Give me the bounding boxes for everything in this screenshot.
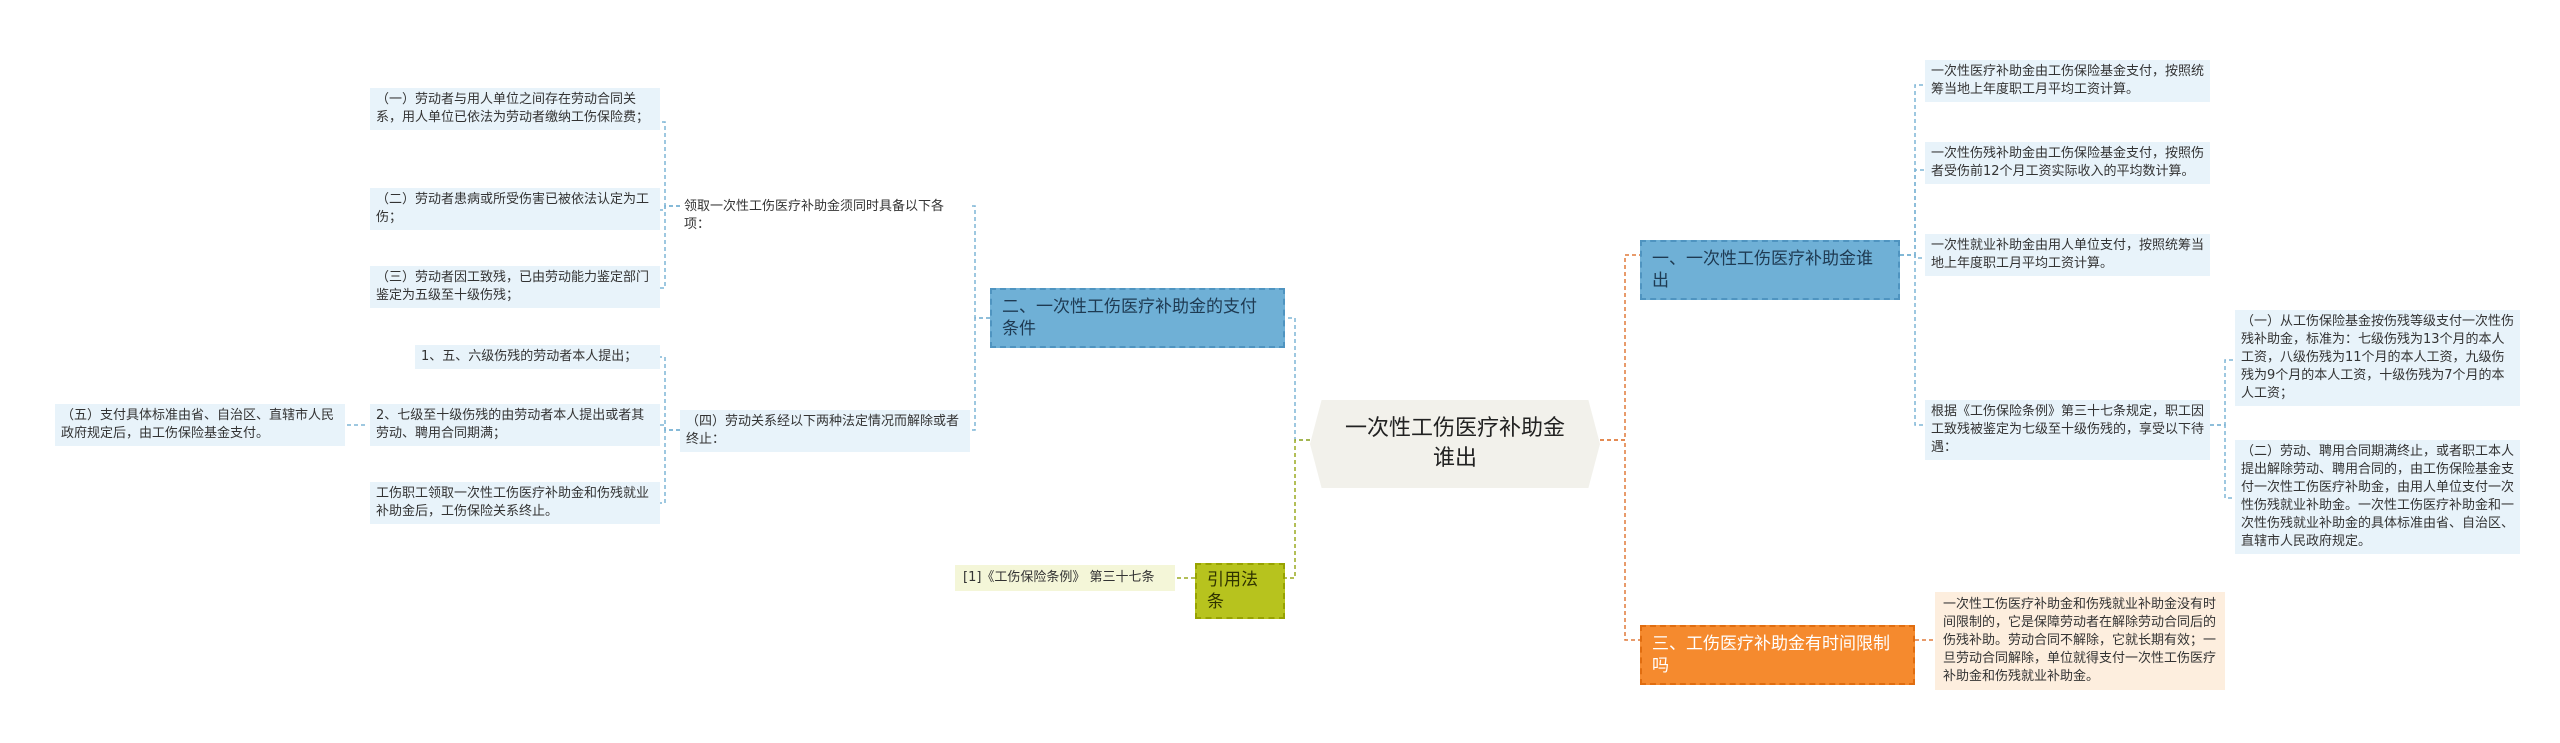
leaf-text: [1]《工伤保险条例》 第三十七条 bbox=[963, 570, 1155, 585]
leaf-text: （二）劳动者患病或所受伤害已被依法认定为工伤； bbox=[376, 192, 650, 225]
branch-time-limit-label: 三、工伤医疗补助金有时间限制吗 bbox=[1652, 634, 1890, 676]
group-requirements[interactable]: 领取一次性工伤医疗补助金须同时具备以下各项： bbox=[680, 196, 970, 236]
leaf-time-limit[interactable]: 一次性工伤医疗补助金和伤残就业补助金没有时间限制的，它是保障劳动者在解除劳动合同… bbox=[1935, 592, 2225, 690]
leaf-disability-subsidy[interactable]: 一次性伤残补助金由工伤保险基金支付，按照伤者受伤前12个月工资实际收入的平均数计… bbox=[1925, 142, 2210, 184]
leaf-regulation-article-37[interactable]: 根据《工伤保险条例》第三十七条规定，职工因工致残被鉴定为七级至十级伤残的，享受以… bbox=[1925, 400, 2210, 460]
leaf-text: （三）劳动者因工致残，已由劳动能力鉴定部门鉴定为五级至十级伤残； bbox=[376, 270, 650, 303]
leaf-text: 一次性工伤医疗补助金和伤残就业补助金没有时间限制的，它是保障劳动者在解除劳动合同… bbox=[1943, 597, 2217, 684]
leaf-text: （一）劳动者与用人单位之间存在劳动合同关系，用人单位已依法为劳动者缴纳工伤保险费… bbox=[376, 92, 650, 125]
leaf-text: 一次性就业补助金由用人单位支付，按照统筹当地上年度职工月平均工资计算。 bbox=[1931, 238, 2205, 271]
leaf-relation-ends[interactable]: 工伤职工领取一次性工伤医疗补助金和伤残就业补助金后，工伤保险关系终止。 bbox=[370, 482, 660, 524]
leaf-item-two[interactable]: （二）劳动、聘用合同期满终止，或者职工本人提出解除劳动、聘用合同的，由工伤保险基… bbox=[2235, 440, 2520, 554]
branch-payment-conditions-label: 二、一次性工伤医疗补助金的支付条件 bbox=[1002, 297, 1257, 339]
group-text: 领取一次性工伤医疗补助金须同时具备以下各项： bbox=[684, 199, 945, 232]
leaf-law-reference[interactable]: [1]《工伤保险条例》 第三十七条 bbox=[955, 565, 1175, 591]
leaf-condition-two[interactable]: （二）劳动者患病或所受伤害已被依法认定为工伤； bbox=[370, 188, 660, 230]
leaf-text: （一）从工伤保险基金按伤残等级支付一次性伤残补助金，标准为：七级伤残为13个月的… bbox=[2241, 314, 2515, 401]
leaf-text: （五）支付具体标准由省、自治区、直辖市人民政府规定后，由工伤保险基金支付。 bbox=[61, 408, 335, 441]
leaf-medical-subsidy[interactable]: 一次性医疗补助金由工伤保险基金支付，按照统筹当地上年度职工月平均工资计算。 bbox=[1925, 60, 2210, 102]
leaf-text: 根据《工伤保险条例》第三十七条规定，职工因工致残被鉴定为七级至十级伤残的，享受以… bbox=[1931, 404, 2205, 455]
leaf-text: （二）劳动、聘用合同期满终止，或者职工本人提出解除劳动、聘用合同的，由工伤保险基… bbox=[2241, 444, 2515, 549]
leaf-condition-three[interactable]: （三）劳动者因工致残，已由劳动能力鉴定部门鉴定为五级至十级伤残； bbox=[370, 266, 660, 308]
leaf-text: 1、五、六级伤残的劳动者本人提出； bbox=[421, 349, 638, 364]
leaf-employment-subsidy[interactable]: 一次性就业补助金由用人单位支付，按照统筹当地上年度职工月平均工资计算。 bbox=[1925, 234, 2210, 276]
branch-time-limit[interactable]: 三、工伤医疗补助金有时间限制吗 bbox=[1640, 625, 1915, 685]
branch-cited-law-label: 引用法条 bbox=[1207, 570, 1258, 612]
leaf-standard-by-province[interactable]: （五）支付具体标准由省、自治区、直辖市人民政府规定后，由工伤保险基金支付。 bbox=[55, 404, 345, 446]
leaf-grade-seven-ten[interactable]: 2、七级至十级伤残的由劳动者本人提出或者其劳动、聘用合同期满； bbox=[370, 404, 660, 446]
leaf-text: 工伤职工领取一次性工伤医疗补助金和伤残就业补助金后，工伤保险关系终止。 bbox=[376, 486, 650, 519]
leaf-grade-five-six[interactable]: 1、五、六级伤残的劳动者本人提出； bbox=[415, 345, 660, 369]
branch-cited-law[interactable]: 引用法条 bbox=[1195, 563, 1285, 619]
leaf-text: 一次性医疗补助金由工伤保险基金支付，按照统筹当地上年度职工月平均工资计算。 bbox=[1931, 64, 2205, 97]
group-text: （四）劳动关系经以下两种法定情况而解除或者终止： bbox=[686, 414, 960, 447]
leaf-condition-one[interactable]: （一）劳动者与用人单位之间存在劳动合同关系，用人单位已依法为劳动者缴纳工伤保险费… bbox=[370, 88, 660, 130]
branch-who-pays[interactable]: 一、一次性工伤医疗补助金谁出 bbox=[1640, 240, 1900, 300]
leaf-item-one[interactable]: （一）从工伤保险基金按伤残等级支付一次性伤残补助金，标准为：七级伤残为13个月的… bbox=[2235, 310, 2520, 406]
group-termination[interactable]: （四）劳动关系经以下两种法定情况而解除或者终止： bbox=[680, 410, 970, 452]
branch-who-pays-label: 一、一次性工伤医疗补助金谁出 bbox=[1652, 249, 1873, 291]
root-topic[interactable]: 一次性工伤医疗补助金谁出 bbox=[1310, 400, 1600, 488]
leaf-text: 2、七级至十级伤残的由劳动者本人提出或者其劳动、聘用合同期满； bbox=[376, 408, 645, 441]
root-topic-label: 一次性工伤医疗补助金谁出 bbox=[1344, 416, 1565, 471]
leaf-text: 一次性伤残补助金由工伤保险基金支付，按照伤者受伤前12个月工资实际收入的平均数计… bbox=[1931, 146, 2205, 179]
branch-payment-conditions[interactable]: 二、一次性工伤医疗补助金的支付条件 bbox=[990, 288, 1285, 348]
